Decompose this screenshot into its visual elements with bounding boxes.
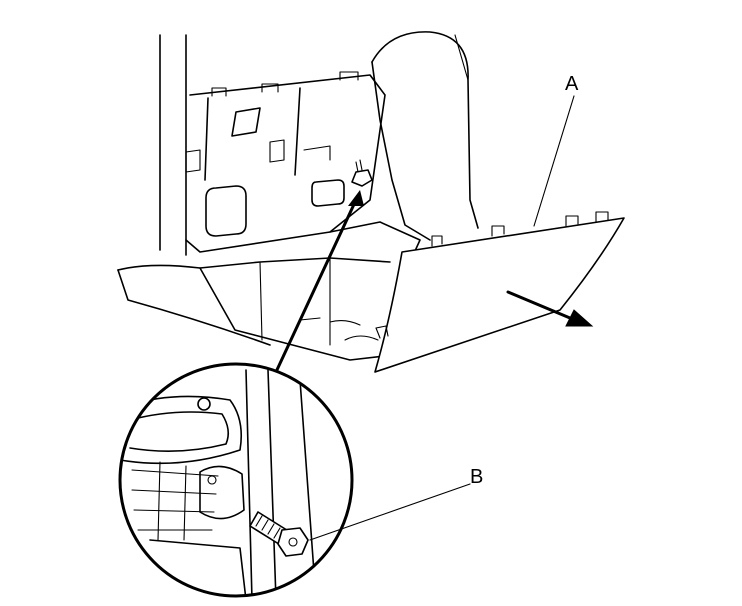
dash-bolt-icon bbox=[351, 159, 373, 187]
callout-b: B bbox=[309, 466, 483, 541]
dashboard-structure bbox=[117, 31, 479, 361]
bolt-b-icon bbox=[249, 511, 309, 557]
callout-a-label: A bbox=[565, 73, 579, 95]
callout-b-label: B bbox=[470, 466, 483, 488]
detail-leader bbox=[274, 190, 364, 374]
detail-view bbox=[118, 362, 354, 598]
glove-box bbox=[374, 211, 625, 373]
callout-a: A bbox=[533, 73, 579, 227]
